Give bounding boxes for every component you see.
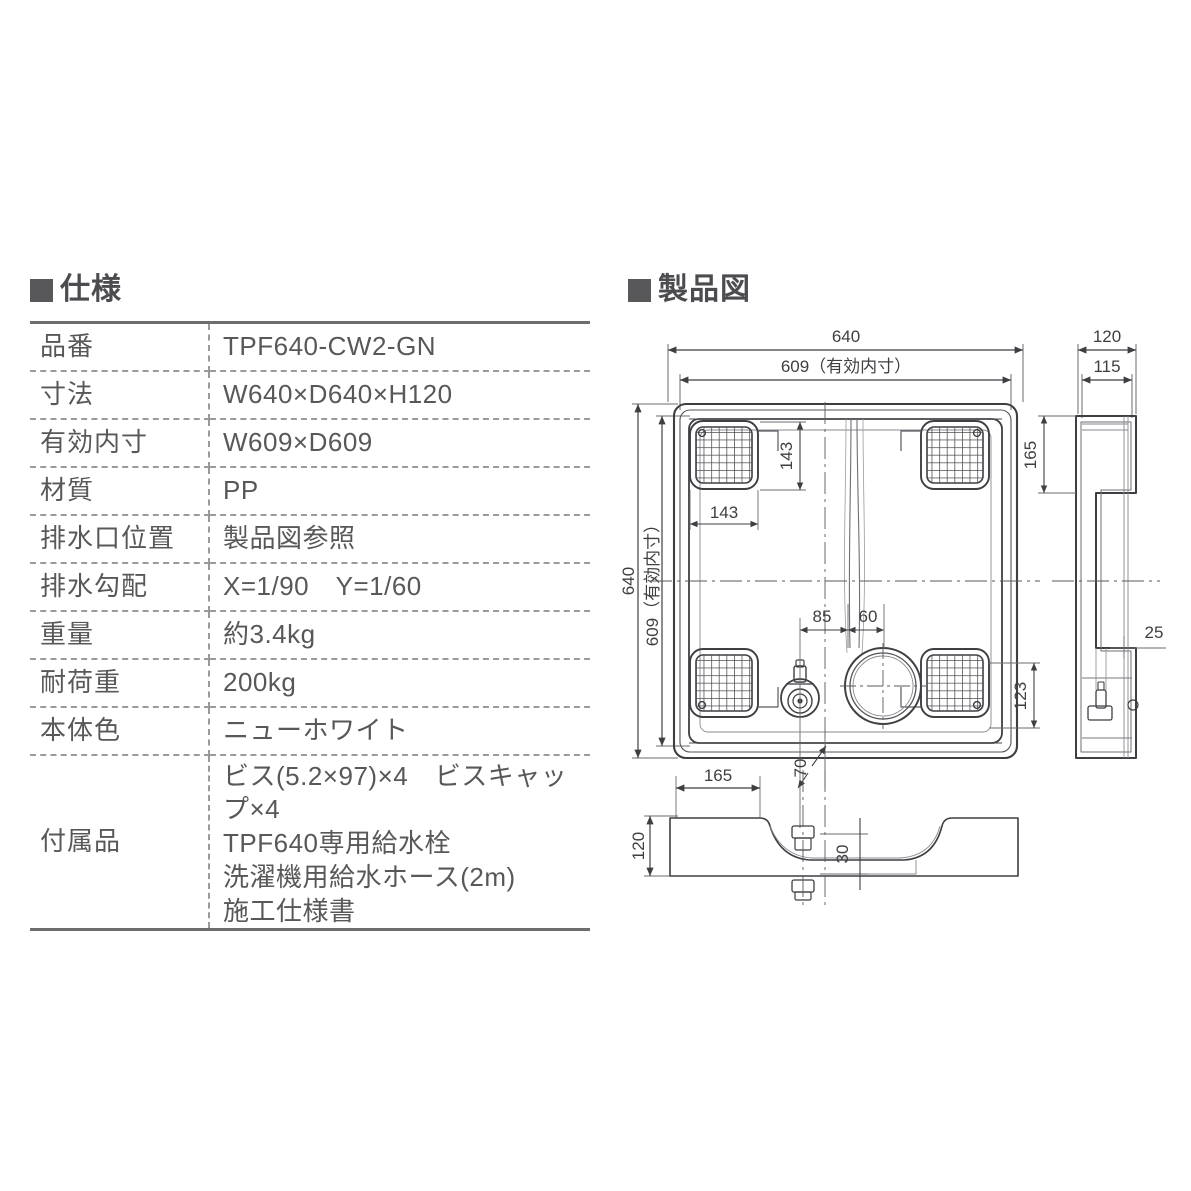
dim-143-horizontal: 143 [689,490,759,530]
spec-value-accessories: ビス(5.2×97)×4 ビスキャップ×4 TPF640専用給水栓 洗濯機用給水… [209,754,590,932]
square-marker-icon [30,278,53,302]
spec-value: X=1/90 Y=1/60 [209,562,590,612]
dim-top-640: 640 [667,327,1024,402]
corner-ribs [758,430,921,708]
spec-key: 本体色 [30,706,210,756]
table-row: 排水口位置 製品図参照 [30,514,590,564]
table-row: 重量 約3.4kg [30,610,590,660]
spec-key: 排水勾配 [30,562,210,612]
spec-value: 約3.4kg [209,610,590,660]
dim-front-120: 120 [629,815,678,877]
dim-label-60: 60 [859,607,878,626]
table-row: 本体色 ニューホワイト [30,706,590,756]
spec-table: 品番 TPF640-CW2-GN 寸法 W640×D640×H120 有効内寸 … [30,321,590,932]
drain-opening [840,643,926,729]
table-row: 耐荷重 200kg [30,658,590,708]
accessory-line: ビス(5.2×97)×4 ビスキャップ×4 [223,760,568,825]
dim-label-25: 25 [1145,623,1164,642]
dim-123: 123 [989,662,1040,729]
corner-grate-top-left [689,420,759,490]
dim-30: 30 [820,818,868,890]
dim-label-640-left: 640 [619,567,638,595]
dim-side-120: 120 [1077,327,1137,414]
dim-143-vertical: 143 [760,421,806,491]
spec-value: 製品図参照 [209,514,590,564]
table-row: 排水勾配 X=1/90 Y=1/60 [30,562,590,612]
table-row: 材質 PP [30,466,590,516]
product-drawing-svg: 640 609（有効内寸） 640 [619,327,1166,910]
corner-grate-bottom-left [689,648,759,718]
spec-value: W640×D640×H120 [209,370,590,420]
front-elevation-bolt [791,770,815,910]
dim-25: 25 [1110,623,1166,658]
corner-grate-top-right [920,420,990,490]
dim-label-640: 640 [832,327,860,346]
product-drawing: 640 609（有効内寸） 640 [619,318,1180,918]
dim-label-120: 120 [1093,327,1121,346]
table-row: 品番 TPF640-CW2-GN [30,321,590,372]
spec-key: 付属品 [30,754,210,932]
accessory-line: 施工仕様書 [223,895,356,926]
dim-label-165-front: 165 [704,766,732,785]
spec-key: 材質 [30,466,210,516]
spec-key: 重量 [30,610,210,660]
dim-side-165: 165 [1021,415,1076,494]
spec-key: 寸法 [30,370,210,420]
drawing-section-heading: 製品図 [628,275,751,305]
spec-value: ニューホワイト [209,706,590,756]
dim-label-120-front: 120 [629,832,648,860]
table-row: 有効内寸 W609×D609 [30,418,590,468]
spec-key: 有効内寸 [30,418,210,468]
accessory-line: TPF640専用給水栓 [223,828,451,859]
dim-label-609-inner: 609（有効内寸） [781,357,911,376]
spec-section-heading: 仕様 [30,275,122,305]
accessory-line: 洗濯機用給水ホース(2m) [223,861,516,892]
dim-label-123: 123 [1011,682,1030,710]
dim-side-115: 115 [1081,357,1133,418]
dim-label-165-side: 165 [1021,441,1040,469]
dim-front-165: 165 [675,766,761,818]
side-view-body [1075,415,1139,759]
spec-table-wrap: 品番 TPF640-CW2-GN 寸法 W640×D640×H120 有効内寸 … [30,321,590,932]
dim-label-143-h: 143 [710,503,738,522]
dim-label-143-v: 143 [777,442,796,470]
dim-70: 70 [791,702,827,828]
dim-top-609: 609（有効内寸） [679,357,1012,410]
spec-key: 耐荷重 [30,658,210,708]
dim-label-70: 70 [791,759,810,778]
dim-left-640: 640 [619,403,678,759]
spec-value: PP [209,466,590,516]
spec-key: 排水口位置 [30,514,210,564]
spec-section-title: 仕様 [60,273,122,306]
spec-value: 200kg [209,658,590,708]
square-marker-icon [628,278,651,302]
spec-value: TPF640-CW2-GN [209,321,590,372]
drawing-section-title: 製品図 [658,273,751,306]
dim-label-85: 85 [813,607,832,626]
center-lines [650,402,1040,788]
dim-label-115: 115 [1093,357,1120,376]
dim-85-60: 85 60 [799,604,885,702]
spec-key: 品番 [30,321,210,372]
table-row-accessories: 付属品 ビス(5.2×97)×4 ビスキャップ×4 TPF640専用給水栓 洗濯… [30,754,590,932]
corner-grate-bottom-right [920,648,990,718]
drain-channel [844,418,865,654]
dim-label-30: 30 [833,845,852,864]
spec-value: W609×D609 [209,418,590,468]
table-row: 寸法 W640×D640×H120 [30,370,590,420]
